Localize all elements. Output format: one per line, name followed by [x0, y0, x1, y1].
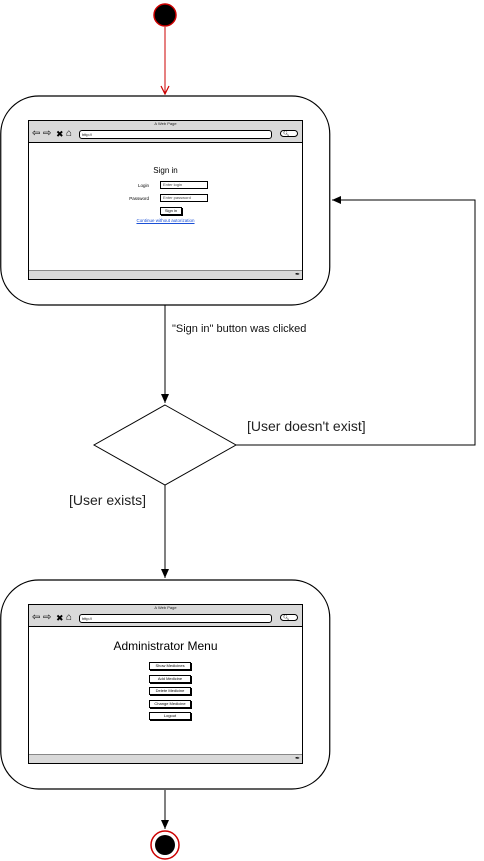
- guard-user-not-exist: [User doesn't exist]: [247, 418, 366, 434]
- signin-button-mock: Sign in: [160, 207, 182, 215]
- back-arrow-icon: ⇦: [32, 128, 41, 139]
- delete-medicine-button-mock: Delete Medicine: [149, 687, 191, 695]
- feather-icon: ✒: [294, 272, 300, 278]
- signin-browser-mockup: A Web Page ⇦ ⇨ ✖ ⌂ http:// 🔍︎ Sign in Lo…: [28, 120, 303, 280]
- home-icon: ⌂: [66, 128, 73, 139]
- feather-icon: ✒: [294, 756, 300, 762]
- search-icon: 🔍︎: [280, 614, 298, 621]
- search-icon: 🔍︎: [280, 130, 298, 137]
- show-medicines-button-mock: Show Medicines: [149, 662, 191, 670]
- edge-user-not-exist: [236, 196, 476, 446]
- login-label: Login: [137, 183, 149, 188]
- browser-toolbar: ⇦ ⇨ ✖ ⌂ http:// 🔍︎: [29, 127, 302, 143]
- signin-heading: Sign in: [153, 166, 178, 175]
- status-bar: ✒: [29, 754, 302, 763]
- guard-user-exists: [User exists]: [69, 492, 147, 508]
- forward-arrow-icon: ⇨: [43, 128, 52, 139]
- final-node-core: [155, 835, 175, 855]
- admin-browser-mockup: A Web Page ⇦ ⇨ ✖ ⌂ http:// 🔍︎ Administra…: [28, 604, 303, 764]
- url-bar: http://: [79, 130, 272, 139]
- password-label: Password: [129, 196, 149, 201]
- initial-node: [153, 3, 177, 27]
- stop-icon: ✖: [56, 613, 64, 623]
- logout-button-mock: Logout: [149, 712, 191, 720]
- edge-label-signin-clicked: "Sign in" button was clicked: [172, 323, 307, 335]
- admin-heading: Administrator Menu: [113, 639, 218, 653]
- browser-toolbar: ⇦ ⇨ ✖ ⌂ http:// 🔍︎: [29, 611, 302, 627]
- password-field: Enter password: [160, 194, 208, 202]
- continue-link: Continue without autorization: [136, 218, 195, 223]
- stop-icon: ✖: [56, 129, 64, 139]
- forward-arrow-icon: ⇨: [43, 612, 52, 623]
- decision-node: [92, 404, 238, 486]
- login-field: Enter login: [160, 181, 208, 189]
- change-medicine-button-mock: Change Medicine: [149, 700, 191, 708]
- status-bar: ✒: [29, 270, 302, 279]
- add-medicine-button-mock: Add Medicine: [149, 675, 191, 683]
- url-bar: http://: [79, 614, 272, 623]
- back-arrow-icon: ⇦: [32, 612, 41, 623]
- home-icon: ⌂: [66, 612, 73, 623]
